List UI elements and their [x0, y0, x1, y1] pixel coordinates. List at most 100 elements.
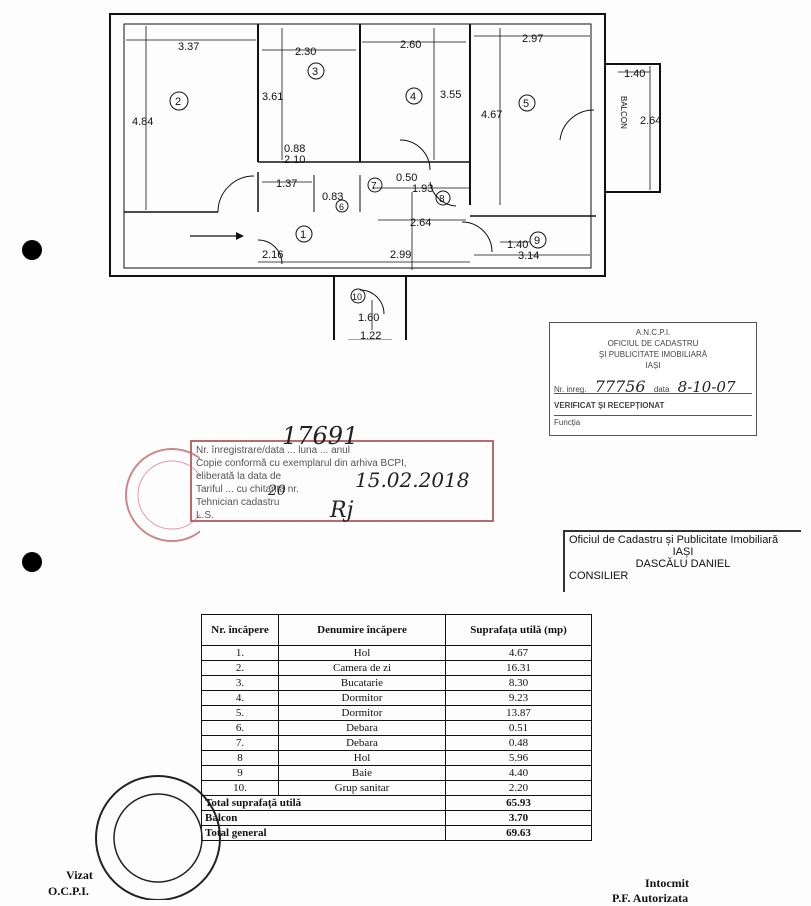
header-suprafata: Suprafața utilă (mp): [445, 614, 592, 646]
ancpi-nr-label: Nr. inreg.: [554, 385, 587, 394]
bcpi-line-4: Tariful ... cu chitanța nr.: [196, 484, 299, 495]
room-name-cell: Grup sanitar: [278, 780, 446, 796]
ancpi-verified: VERIFICAT ȘI RECEPȚIONAT: [554, 401, 665, 410]
dim-2-99: 2.99: [390, 249, 411, 261]
room-name-cell: Camera de zi: [278, 660, 446, 676]
footer-intocmit: Intocmit: [645, 876, 689, 890]
bcpi-round-seal: [125, 448, 200, 542]
ancpi-office: OFICIUL DE CADASTRU: [607, 339, 699, 348]
footer-vizat: Vizat: [66, 868, 93, 882]
dim-3-37: 3.37: [178, 41, 199, 53]
room-area-cell: 5.96: [445, 750, 592, 766]
header-nr: Nr. încăpere: [201, 614, 279, 646]
dim-0-50: 0.50: [396, 172, 417, 184]
room-area-cell: 0.48: [445, 735, 592, 751]
bcpi-hand-signature: Rj: [330, 498, 354, 523]
dim-2-16: 2.16: [262, 249, 283, 261]
ancpi-stamp: A.N.C.P.I. OFICIUL DE CADASTRU ȘI PUBLIC…: [549, 322, 757, 436]
dim-1-60: 1.60: [358, 312, 379, 324]
floor-plan: 3.37 2.30 2.60 2.97 4.84 3.61 3.55 4.67 …: [109, 13, 661, 340]
dim-2-60: 2.60: [400, 39, 421, 51]
dim-1-40: 1.40: [507, 239, 528, 251]
footer-ocpi: O.C.P.I.: [48, 884, 89, 898]
room-name-cell: Dormitor: [278, 705, 446, 721]
total-label-cell: Total general: [201, 825, 446, 841]
room-number-3: 3: [312, 66, 318, 78]
dim-2-64: 2.64: [410, 217, 431, 229]
room-nr-cell: 3.: [201, 675, 279, 691]
dim-2-64-balcony: 2.64: [640, 115, 661, 127]
dim-0-88: 0.88: [284, 143, 305, 155]
dim-3-14: 3.14: [518, 250, 539, 262]
dim-1-93: 1.93: [412, 183, 433, 195]
ancpi-city: IAȘI: [645, 361, 661, 370]
room-number-1: 1: [300, 229, 306, 241]
ocpi-consilier-stamp: Oficiul de Cadastru și Publicitate Imobi…: [563, 530, 801, 592]
dim-0-83: 0.83: [322, 191, 343, 203]
bcpi-hand-tarif: 20: [268, 483, 286, 499]
total-label-cell: Balcon: [201, 810, 446, 826]
total-value-cell: 69.63: [445, 825, 592, 841]
dim-4-84: 4.84: [132, 116, 153, 128]
room-name-cell: Baie: [278, 765, 446, 781]
room-name-cell: Debara: [278, 735, 446, 751]
room-number-2: 2: [175, 96, 181, 108]
room-number-7: 7: [371, 181, 377, 192]
bcpi-line-3: eliberată la data de: [196, 471, 282, 482]
rooms-table: Nr. încăpere Denumire încăpere Suprafața…: [201, 614, 592, 841]
dim-1-37: 1.37: [276, 178, 297, 190]
room-area-cell: 8.30: [445, 675, 592, 691]
room-name-cell: Hol: [278, 750, 446, 766]
room-area-cell: 4.67: [445, 645, 592, 661]
room-number-9: 9: [534, 235, 540, 247]
dim-1-22: 1.22: [360, 330, 381, 340]
ancpi-title: A.N.C.P.I.: [635, 328, 671, 337]
room-number-5: 5: [523, 98, 529, 110]
room-number-8: 8: [439, 194, 445, 205]
total-value-cell: 3.70: [445, 810, 592, 826]
ocpi-city: IAȘI: [672, 546, 694, 558]
ancpi-data-value: 8-10-07: [677, 378, 736, 396]
room-nr-cell: 1.: [201, 645, 279, 661]
ancpi-office-2: ȘI PUBLICITATE IMOBILIARĂ: [598, 350, 708, 359]
binder-hole-bottom: [22, 552, 42, 572]
room-name-cell: Debara: [278, 720, 446, 736]
dim-2-10: 2.10: [284, 154, 305, 166]
room-nr-cell: 4.: [201, 690, 279, 706]
ministry-round-seal: [95, 775, 221, 900]
room-area-cell: 0.51: [445, 720, 592, 736]
header-denumire: Denumire încăpere: [278, 614, 446, 646]
ancpi-nr-value: 77756: [594, 377, 646, 396]
ocpi-role: CONSILIER: [569, 570, 629, 582]
room-nr-cell: 7.: [201, 735, 279, 751]
dim-3-61: 3.61: [262, 91, 283, 103]
balcony-label: BALCON: [619, 96, 628, 129]
room-number-4: 4: [410, 91, 416, 103]
bcpi-line-5: Tehnician cadastru: [196, 497, 280, 508]
room-nr-cell: 6.: [201, 720, 279, 736]
room-area-cell: 16.31: [445, 660, 592, 676]
room-area-cell: 2.20: [445, 780, 592, 796]
room-nr-cell: 2.: [201, 660, 279, 676]
ancpi-data-label: data: [653, 385, 670, 394]
dim-4-67: 4.67: [481, 109, 502, 121]
dim-3-55: 3.55: [440, 89, 461, 101]
footer-pf-autorizata: P.F. Autorizata: [612, 891, 689, 905]
room-name-cell: Dormitor: [278, 690, 446, 706]
table-header-row: Nr. încăpere Denumire încăpere Suprafața…: [201, 614, 592, 646]
bcpi-hand-number: 17691: [282, 422, 359, 450]
bcpi-line-1: Nr. înregistrare/data ... luna ... anul: [196, 445, 350, 456]
bcpi-line-2: Copie conformă cu exemplarul din arhiva …: [196, 458, 407, 469]
ancpi-functia: Funcția: [554, 415, 752, 427]
ocpi-office: Oficiul de Cadastru și Publicitate Imobi…: [569, 534, 779, 546]
